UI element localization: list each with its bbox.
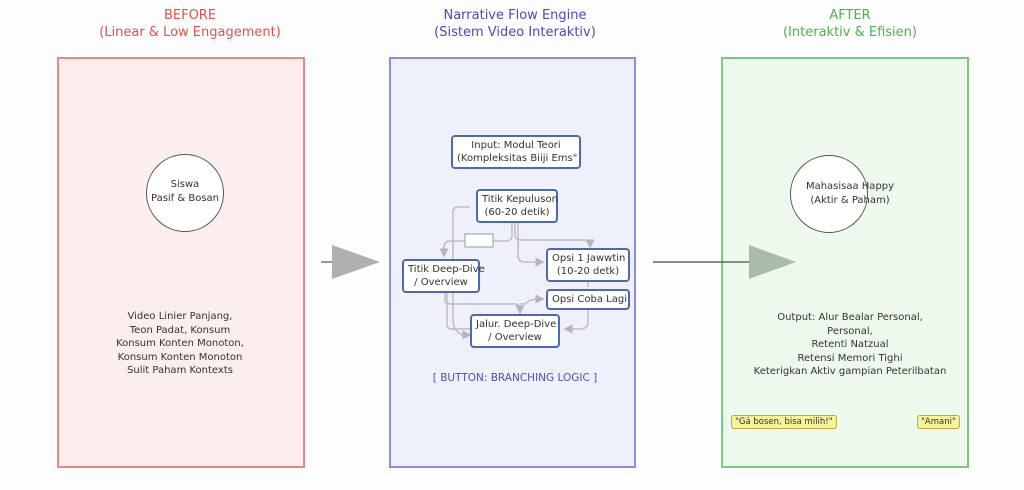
engine-heading: Narrative Flow Engine (Sistem Video Inte… xyxy=(380,7,650,41)
persona-name: Mahasisaa Happy xyxy=(805,181,895,192)
after-heading: AFTER (Interaktiv & Efisien) xyxy=(720,7,980,41)
quote-badge: "Gá bosen, bisa milih!" xyxy=(731,415,837,429)
description-line: Output: Alur Bealar Personal, xyxy=(777,312,923,323)
node-label: Titik Deep-Dive xyxy=(408,264,485,275)
after-subtitle: (Interaktiv & Efisien) xyxy=(783,25,917,40)
before-heading: BEFORE (Linear & Low Engagement) xyxy=(40,7,340,41)
node-sublabel: (60-20 detik) xyxy=(484,207,550,218)
node-label: Input: Modul Teori xyxy=(471,140,561,151)
node-sublabel: / Overview xyxy=(488,332,542,343)
persona-name: Siswa xyxy=(170,179,200,190)
student-persona-circle xyxy=(146,154,224,232)
description-line: Teon Padat, Konsum xyxy=(129,324,231,336)
flow-line-deepdive-branch xyxy=(446,289,470,330)
decision-node: Titik Kepuluson (60-20 detik) xyxy=(476,189,558,223)
description-line: Video Linier Panjang, xyxy=(127,311,233,322)
engine-title: Narrative Flow Engine xyxy=(443,8,587,23)
description-line: Sulit Paham Kontexts xyxy=(127,365,233,376)
input-node: Input: Modul Teori (Kompleksitas Biiji E… xyxy=(451,135,581,169)
node-label: Jalur. Deep-Dive xyxy=(476,319,557,330)
happy-student-label: Mahasisaa Happy (Aktir & Paham) xyxy=(770,180,930,208)
before-description: Video Linier Panjang, Teon Padat, Konsum… xyxy=(80,310,280,378)
node-label: Opsi 1 Jawwtin xyxy=(552,253,626,264)
description-line: Konsum Konten Monoton xyxy=(117,351,243,363)
student-persona-label: Siswa Pasif & Bosan xyxy=(105,178,265,206)
description-line: Konsum Konten Monoton, xyxy=(116,338,244,349)
node-label: Opsi Coba Lagi xyxy=(552,294,627,305)
description-line: Personal, xyxy=(827,325,873,337)
after-title: AFTER xyxy=(829,8,871,23)
deep-dive-node: Titik Deep-Dive / Overview xyxy=(402,259,485,293)
arrow-before-to-engine xyxy=(321,245,380,279)
description-line: Keterigkan Aktiv gampian Peterilbatan xyxy=(753,366,947,377)
before-panel xyxy=(57,57,305,468)
flow-line-deepdive-to-path xyxy=(444,289,525,315)
description-line: Retenti Natzual xyxy=(811,339,889,350)
persona-state: Pasif & Bosan xyxy=(150,193,220,204)
arrow-engine-to-after xyxy=(653,245,796,279)
node-sublabel: (10-20 detk) xyxy=(556,266,620,277)
quote-badge: "Amani" xyxy=(917,415,960,429)
before-subtitle: (Linear & Low Engagement) xyxy=(99,25,281,40)
empty-label-box xyxy=(464,233,494,248)
flow-line-decision-side xyxy=(517,222,545,267)
before-title: BEFORE xyxy=(163,8,217,23)
option1-node: Opsi 1 Jawwtin (10-20 detk) xyxy=(546,248,630,282)
after-description: Output: Alur Bealar Personal, Personal, … xyxy=(730,311,970,379)
flow-line-to-retry xyxy=(520,294,545,305)
persona-state: (Aktir & Paham) xyxy=(810,195,890,206)
node-label: Titik Kepuluson xyxy=(482,194,558,205)
node-sublabel: (Kompleksitas Biiji Ems" xyxy=(457,153,578,164)
flow-line-retry-to-path xyxy=(563,310,589,334)
branching-logic-button[interactable]: [ BUTTON: BRANCHING LOGIC ] xyxy=(432,372,598,384)
engine-subtitle: (Sistem Video Interaktiv) xyxy=(434,25,596,40)
happy-student-circle xyxy=(790,155,868,233)
path-node: Jalur. Deep-Dive / Overview xyxy=(470,314,560,348)
retry-node: Opsi Coba Lagi xyxy=(546,289,630,310)
flow-line-decision-to-option1 xyxy=(514,222,595,249)
node-sublabel: / Overview xyxy=(414,277,468,288)
description-line: Retensi Memori Tighi xyxy=(797,352,903,364)
